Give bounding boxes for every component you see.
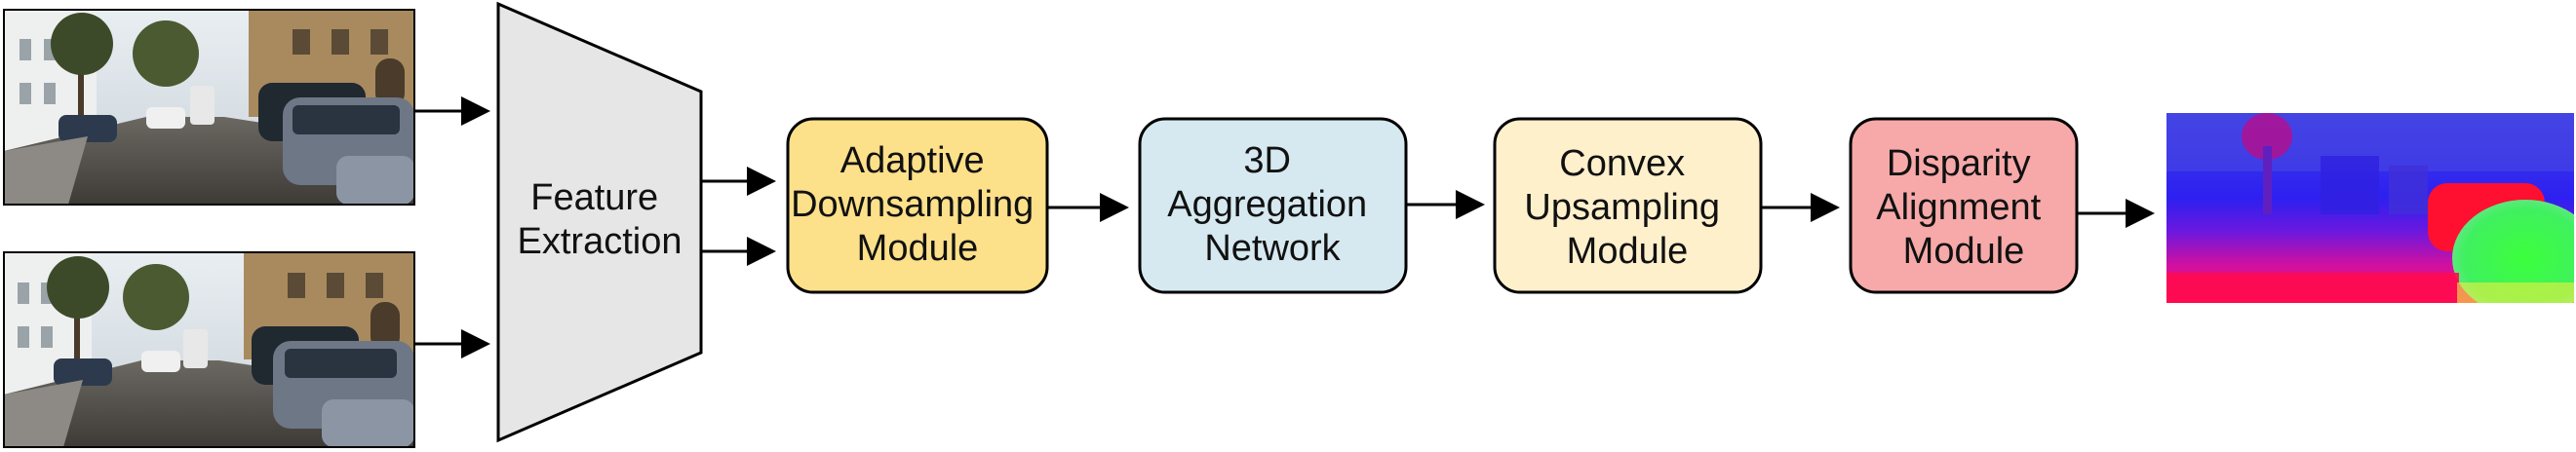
right-input-image bbox=[4, 252, 414, 447]
disparity-alignment-block bbox=[1849, 117, 2079, 294]
feature-extraction-label: Feature Extraction bbox=[518, 177, 683, 262]
convex-upsampling-label: Convex Upsampling Module bbox=[1524, 143, 1730, 272]
right-image-border bbox=[3, 251, 415, 448]
convex-upsampling-block bbox=[1493, 117, 1763, 294]
aggregation-3d-label: 3D Aggregation Network bbox=[1167, 140, 1378, 269]
left-image-border bbox=[3, 9, 415, 206]
adaptive-downsampling-label: Adaptive Downsampling Module bbox=[791, 140, 1044, 269]
left-input-image bbox=[4, 10, 414, 205]
disparity-alignment-label: Disparity Alignment Module bbox=[1876, 143, 2051, 272]
output-disparity-map bbox=[2166, 113, 2574, 303]
feature-extraction-block bbox=[496, 1, 703, 443]
adaptive-downsampling-block bbox=[786, 117, 1049, 294]
